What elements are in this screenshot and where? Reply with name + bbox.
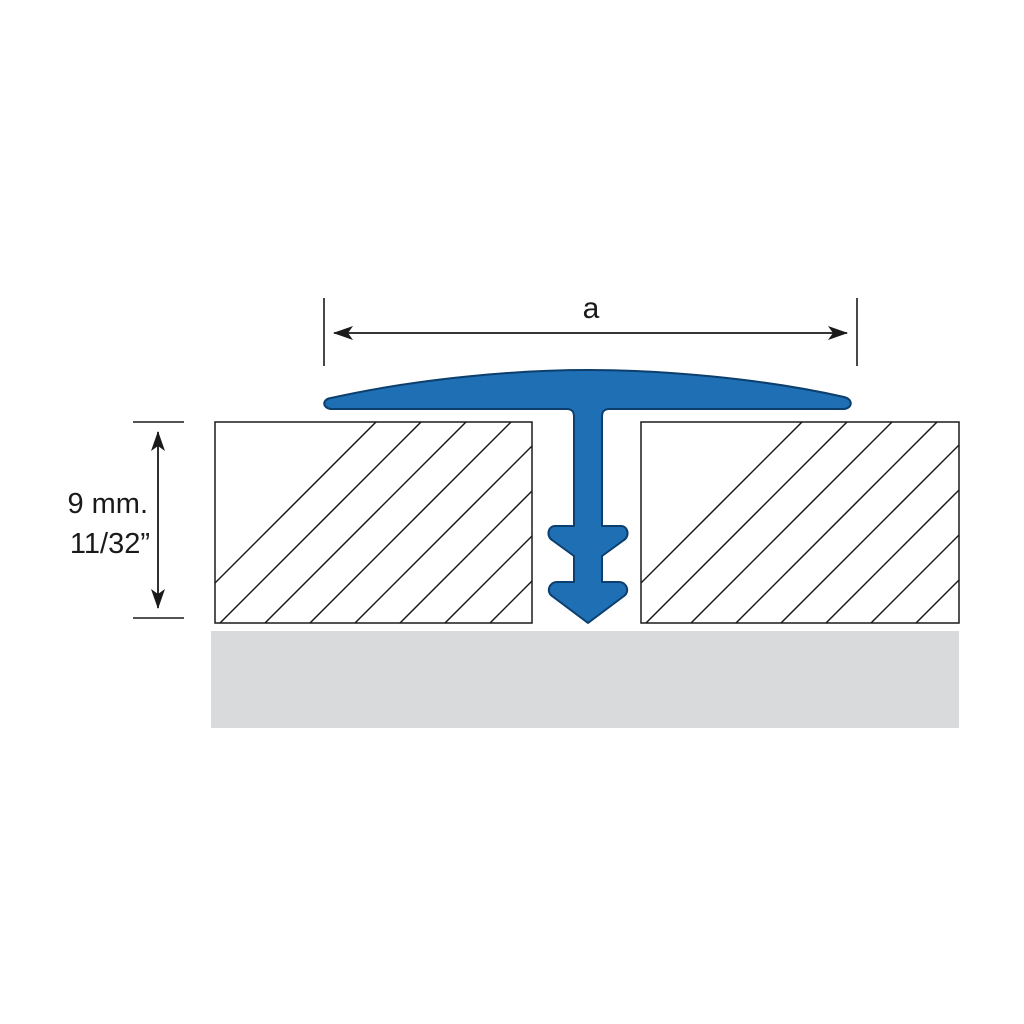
hatch-line: [735, 422, 938, 623]
hatch-line: [399, 489, 532, 623]
hatch-line: [264, 422, 467, 623]
hatch-line: [670, 422, 871, 623]
hatch-line: [219, 422, 422, 623]
hatch-line: [870, 533, 959, 623]
hatch-line: [1006, 422, 1024, 623]
hatch-line: [690, 422, 893, 623]
hatch-line: [760, 422, 961, 623]
hatch-line: [645, 422, 848, 623]
hatch-line: [780, 443, 959, 623]
hatch-line: [915, 578, 959, 623]
hatch-line: [625, 422, 826, 623]
width-dimension: a: [323, 292, 858, 366]
height-dimension: 9 mm. 11/32”: [67, 421, 184, 619]
hatch-line: [444, 534, 532, 623]
hatch-line: [354, 444, 532, 623]
hatch-line: [641, 422, 803, 585]
hatch-line: [961, 422, 1024, 623]
hatch-line: [489, 579, 532, 623]
floor-panel-right: [640, 421, 1024, 624]
hatch-line: [715, 422, 916, 623]
height-label-imperial: 11/32”: [70, 528, 150, 560]
floor-panel-left: [214, 421, 961, 624]
subfloor: [211, 631, 959, 728]
t-molding-profile: [323, 369, 852, 624]
hatch-line: [825, 488, 959, 623]
hatch-line: [309, 422, 512, 623]
height-label-metric: 9 mm.: [67, 488, 148, 520]
width-label: a: [583, 292, 600, 325]
hatch-line: [215, 422, 377, 585]
